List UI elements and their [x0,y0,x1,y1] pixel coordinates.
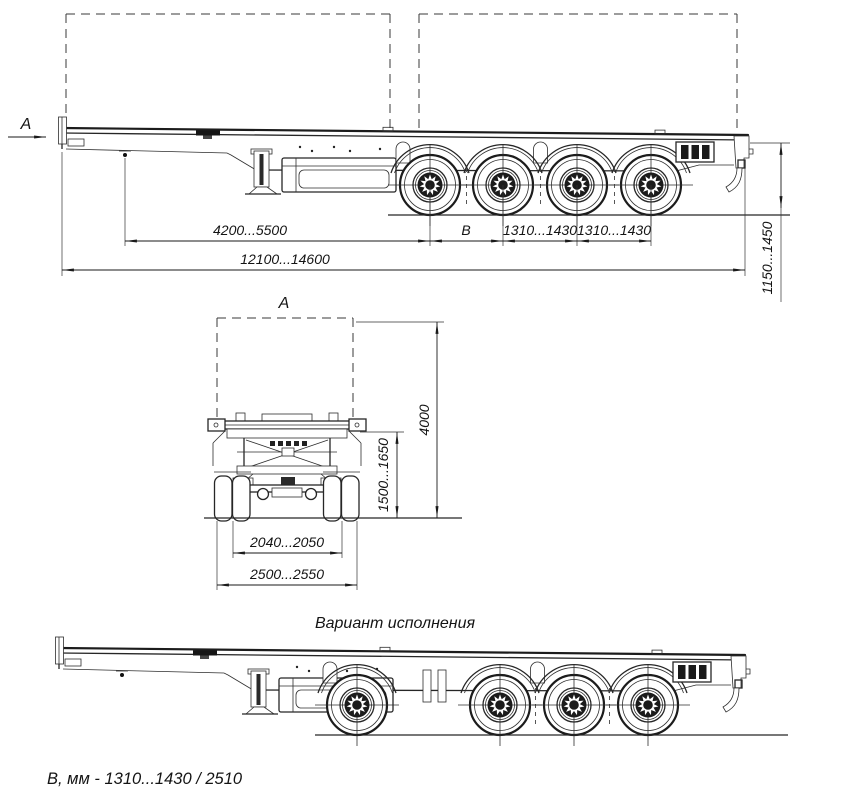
rear-view-label: A [278,295,290,312]
manufacturer-logo-mark [196,130,220,136]
rear-view-art [207,412,367,522]
rear-wheels [213,475,360,522]
container-outline-rearview [216,317,354,426]
rear-platform [207,412,367,432]
dim-overall-length: 12100...14600 [240,251,330,267]
dim-rear-height: 1150...1450 [759,221,775,294]
frame-details [196,130,382,153]
corner-fitting [207,418,226,432]
rear-dimensions: 4000 1500...1650 2040...2050 2500...2550 [216,321,444,590]
kingpin [119,150,131,157]
dim-platform-height: 1500...1650 [375,438,391,512]
variant-view: Вариант исполнения [55,615,788,746]
dim-b-label: B [461,222,470,238]
suspension-hanger [530,661,545,684]
variant-title: Вариант исполнения [315,615,476,632]
main-dimensions: 4200...5500 B 1310...1430 1310...1430 12… [61,142,790,302]
rear-view: A [204,295,462,590]
side-view-variant-art [55,636,751,746]
frame-details [193,650,379,673]
mudflap [722,687,740,713]
side-view-main-art [58,116,754,226]
container-outline-rear [418,13,738,135]
kingpin [116,670,128,677]
container-outline-front [65,13,391,130]
corner-fitting [348,418,367,432]
footnote-text: В, мм - 1310...1430 / 2510 [47,770,243,788]
spread-axle-hangers [422,669,447,703]
rear-light-box [675,141,715,163]
section-arrow-label: A [20,116,32,133]
dim-axle-3-4: 1310...1430 [577,222,651,238]
mudflap [725,167,743,193]
dim-overall-width: 2500...2550 [249,566,324,582]
main-side-view: A [8,13,790,302]
suspension-hanger [533,141,548,164]
wheel [606,664,690,746]
section-arrow-a: A [8,116,46,139]
rear-end-assembly [725,135,754,193]
dim-overall-height: 4000 [416,404,432,435]
rear-light-box [672,661,712,683]
rear-structure [212,428,362,501]
toolbox [281,157,397,193]
brake-chamber [256,487,270,501]
brake-chamber [304,487,318,501]
dim-kingpin-to-axle1: 4200...5500 [213,222,287,238]
landing-leg [245,148,281,195]
rear-end-assembly [722,655,751,713]
wheel [458,664,542,746]
landing-leg [242,668,278,715]
wheel [532,664,616,746]
dim-axle-2-3: 1310...1430 [503,222,577,238]
dim-track-width: 2040...2050 [249,534,324,550]
manufacturer-logo-mark [193,650,217,656]
